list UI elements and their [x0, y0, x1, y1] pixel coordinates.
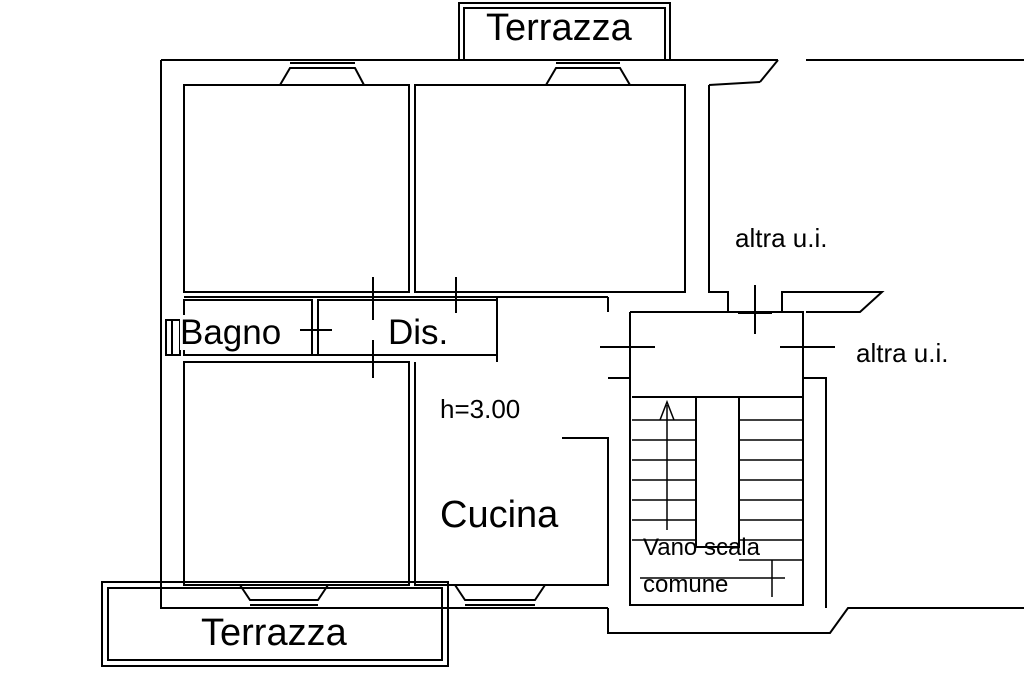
stair-treads	[632, 399, 803, 597]
room-top-left	[183, 84, 410, 293]
hallway-label: Dis.	[388, 313, 449, 352]
window-top-left	[279, 62, 365, 86]
room-bottom-left	[183, 361, 410, 586]
right-upper-unit	[708, 81, 885, 313]
shared-label: comune	[643, 571, 729, 598]
other-unit-label-right: altra u.i.	[856, 338, 949, 368]
kitchen	[414, 297, 609, 586]
stairwell-label: Vano scala	[643, 534, 760, 561]
terrace-bottom	[101, 581, 449, 667]
window-bottom-right	[454, 584, 546, 606]
room-top-middle	[414, 84, 686, 293]
terrace-top-label: Terrazza	[486, 7, 632, 49]
other-unit-label-top: altra u.i.	[735, 223, 828, 253]
window-bottom-left	[239, 584, 329, 606]
window-top-right	[545, 62, 631, 86]
outer-walls	[160, 59, 1024, 634]
kitchen-label: Cucina	[440, 494, 559, 536]
stairwell	[608, 311, 827, 608]
bathroom-label: Bagno	[180, 313, 282, 352]
height-label: h=3.00	[440, 394, 521, 424]
terrace-bottom-label: Terrazza	[201, 612, 347, 654]
